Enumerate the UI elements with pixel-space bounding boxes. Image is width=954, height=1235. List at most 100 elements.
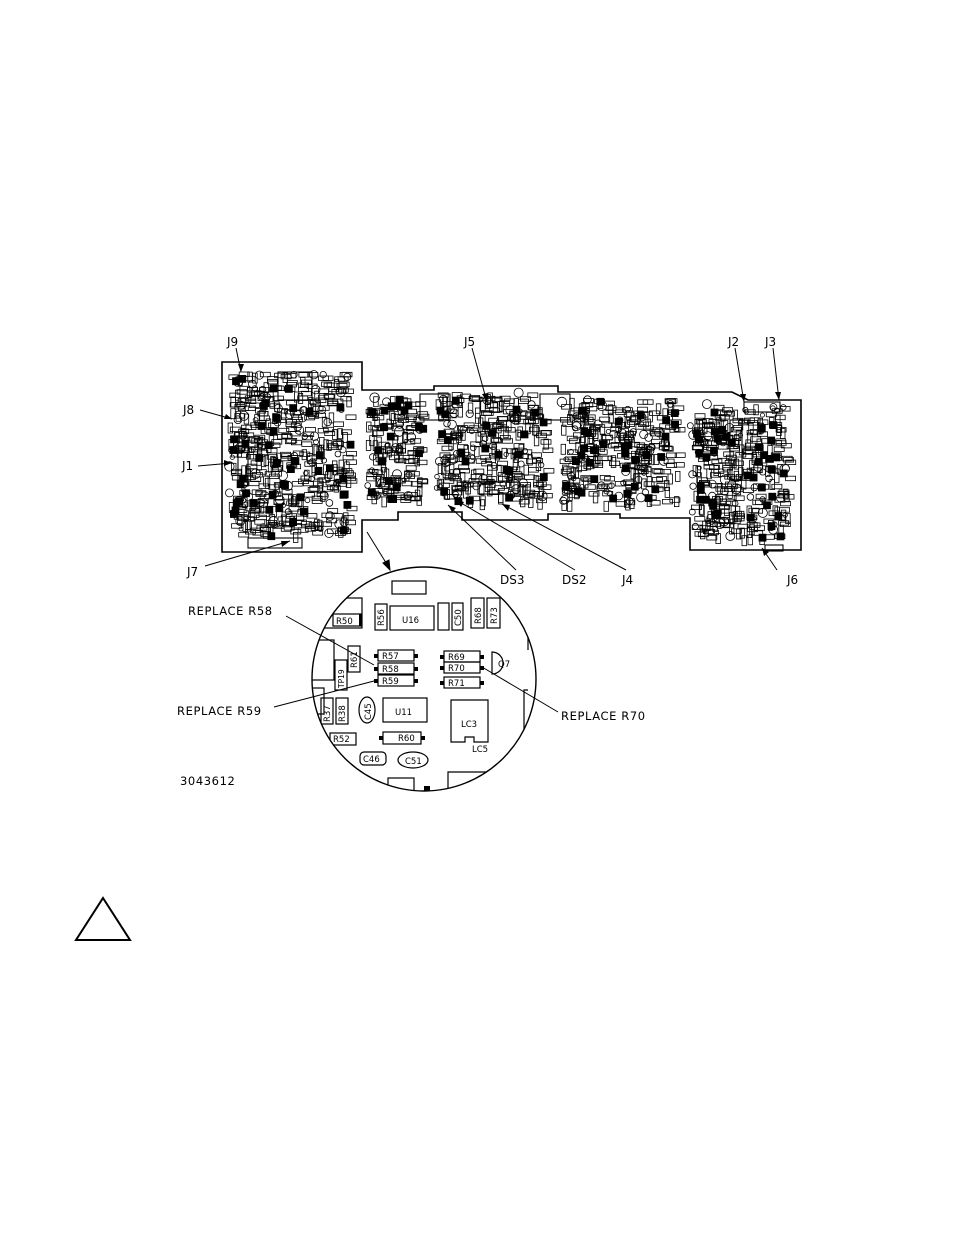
pcb-part <box>235 498 242 505</box>
ref-r57: R57 <box>382 652 399 662</box>
pcb-part <box>495 451 502 458</box>
pcb-part <box>695 414 705 419</box>
pcb-part <box>373 431 383 436</box>
ref-r58: R58 <box>382 665 399 675</box>
pcb-part <box>334 422 344 427</box>
pcb-part <box>264 476 269 486</box>
pcb-part <box>575 488 582 495</box>
pcb-part <box>335 451 341 457</box>
callout-replace-r58: REPLACE R58 <box>188 604 273 618</box>
pcb-part <box>764 502 771 509</box>
pcb-part <box>302 442 312 447</box>
pcb-part <box>483 422 490 429</box>
pcb-part <box>625 406 631 412</box>
pcb-part <box>663 499 673 504</box>
pcb-part <box>541 440 551 445</box>
pcb-part <box>604 501 609 511</box>
label-j8: J8 <box>182 403 194 417</box>
pcb-part <box>695 517 705 522</box>
pcb-part <box>243 490 250 497</box>
detail-top-pad <box>392 581 426 594</box>
pcb-part <box>370 454 376 460</box>
pcb-part <box>692 523 698 529</box>
pcb-part <box>239 527 243 531</box>
pcb-part <box>448 420 457 429</box>
ref-r71: R71 <box>448 679 465 689</box>
detail-pointer <box>367 532 390 570</box>
pcb-part <box>524 465 529 475</box>
pcb-part <box>326 500 333 507</box>
pcb-part <box>482 436 488 442</box>
ref-c46: C46 <box>363 755 380 765</box>
ref-tp19: TP19 <box>337 669 346 689</box>
pcb-part <box>758 484 765 491</box>
ref-lc5: LC5 <box>472 745 488 755</box>
pcb-part <box>561 444 566 454</box>
pcb-part <box>322 382 332 387</box>
pcb-part <box>466 410 473 417</box>
pcb-part <box>563 482 570 489</box>
pcb-part <box>507 421 512 431</box>
pcb-part <box>260 403 267 410</box>
pcb-part <box>239 533 249 538</box>
pcb-part <box>690 483 696 489</box>
pcb-part <box>382 497 387 507</box>
ref-c50: C50 <box>454 609 464 626</box>
pcb-part <box>323 376 333 381</box>
pcb-part <box>676 471 681 481</box>
label-j3: J3 <box>764 335 776 349</box>
pcb-part <box>245 406 255 411</box>
pcb-part <box>506 468 513 475</box>
pcb-part <box>287 466 294 473</box>
callout-replace-r70: REPLACE R70 <box>561 709 646 723</box>
ref-r50: R50 <box>336 617 353 627</box>
pcb-part <box>637 493 646 502</box>
pcb-part <box>585 485 595 490</box>
ref-r60: R60 <box>398 734 415 744</box>
pcb-part <box>687 423 693 429</box>
pcb-part <box>268 533 275 540</box>
ref-c45: C45 <box>364 703 374 720</box>
pcb-part <box>305 427 315 432</box>
pcb-part <box>315 467 322 474</box>
pcb-part <box>696 436 703 443</box>
pcb-part <box>562 501 567 511</box>
pcb-part <box>275 402 280 412</box>
ref-r73: R73 <box>490 607 500 624</box>
pcb-part <box>339 382 349 387</box>
pcb-part <box>279 428 289 433</box>
pcb-part <box>531 453 541 458</box>
pcb-part <box>529 427 539 432</box>
label-ds2: DS2 <box>562 573 587 587</box>
label-j1: J1 <box>181 459 193 473</box>
ref-c51: C51 <box>405 757 422 767</box>
pcb-part <box>340 491 347 498</box>
ref-r37: R37 <box>323 705 333 722</box>
pcb-part <box>335 377 345 382</box>
ref-r70: R70 <box>448 664 465 674</box>
pcb-part <box>695 420 700 430</box>
pcb-part <box>781 405 787 411</box>
pcb-part <box>658 454 665 461</box>
board-leader-lines <box>198 348 779 570</box>
ref-r68: R68 <box>474 607 484 624</box>
pcb-part <box>307 514 317 519</box>
pcb-part <box>273 414 280 421</box>
ref-r52: R52 <box>333 735 350 745</box>
pcb-part <box>462 458 469 465</box>
pcb-part <box>600 425 605 435</box>
pcb-part <box>324 418 332 426</box>
pcb-part <box>600 475 610 480</box>
pcb-part <box>702 400 711 409</box>
pcb-part <box>584 478 589 488</box>
pcb-part <box>772 484 782 489</box>
pcb-part <box>458 407 463 417</box>
pcb-part <box>759 534 766 541</box>
pcb-part <box>540 394 570 420</box>
ref-r59: R59 <box>382 677 399 687</box>
ref-r69: R69 <box>448 653 465 663</box>
pcb-part <box>276 505 283 512</box>
pcb-part <box>714 511 721 518</box>
pcb-part <box>714 466 719 476</box>
